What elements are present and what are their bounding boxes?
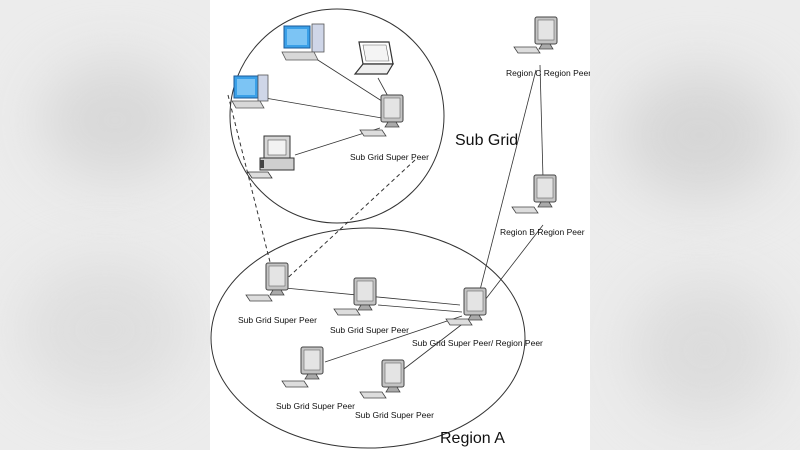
link-bottomright-regionpeer [399,321,466,373]
label-peer-region: Sub Grid Super Peer/ Region Peer [412,338,543,348]
monitor-icon [380,94,404,128]
region-a-title: Region A [440,430,505,447]
sub-grid-title: Sub Grid [455,132,518,149]
keyboard-icon [359,391,387,399]
monitor-icon [463,287,487,321]
label-peer-bottom-left: Sub Grid Super Peer [276,401,355,411]
diagram-svg: Sub Grid Region A Sub Grid Super Peer Re… [210,8,590,449]
monitor-icon [265,262,289,296]
monitor-icon [533,174,557,208]
keyboard-icon [281,380,309,388]
link-region-c-a [479,69,537,291]
desktop-computer-icon [281,23,325,61]
link-desktop2-superpeer [264,97,383,119]
link-region-b-a [484,224,544,301]
dashed-link-right [279,159,416,286]
dashed-link-left [227,94,271,263]
keyboard-icon [333,308,361,316]
link-bottomleft-regionpeer [324,315,463,363]
monitor-icon [381,359,405,393]
sub-grid-circle [229,8,445,224]
monitor-icon [534,16,558,50]
keyboard-icon [511,206,539,214]
laptop-icon [353,41,395,75]
tower-computer-icon [247,135,295,179]
label-region-b: Region B Region Peer [500,227,585,237]
label-peer-center: Sub Grid Super Peer [330,325,409,335]
keyboard-icon [445,318,473,326]
monitor-icon [300,346,324,380]
keyboard-icon [359,129,387,137]
label-sub-grid-super-peer: Sub Grid Super Peer [350,152,429,162]
monitor-icon [353,277,377,311]
label-region-c: Region C Region Peer [506,68,590,78]
link-desktop1-superpeer [309,54,389,106]
label-peer-left: Sub Grid Super Peer [238,315,317,325]
link-center-regionpeer [377,304,463,313]
keyboard-icon [513,46,541,54]
desktop-computer-icon [231,74,269,109]
network-diagram: Sub Grid Region A Sub Grid Super Peer Re… [210,0,590,450]
keyboard-icon [245,294,273,302]
link-region-c-b [539,64,544,179]
region-a-circle [210,227,526,449]
label-peer-bottom-right: Sub Grid Super Peer [355,410,434,420]
